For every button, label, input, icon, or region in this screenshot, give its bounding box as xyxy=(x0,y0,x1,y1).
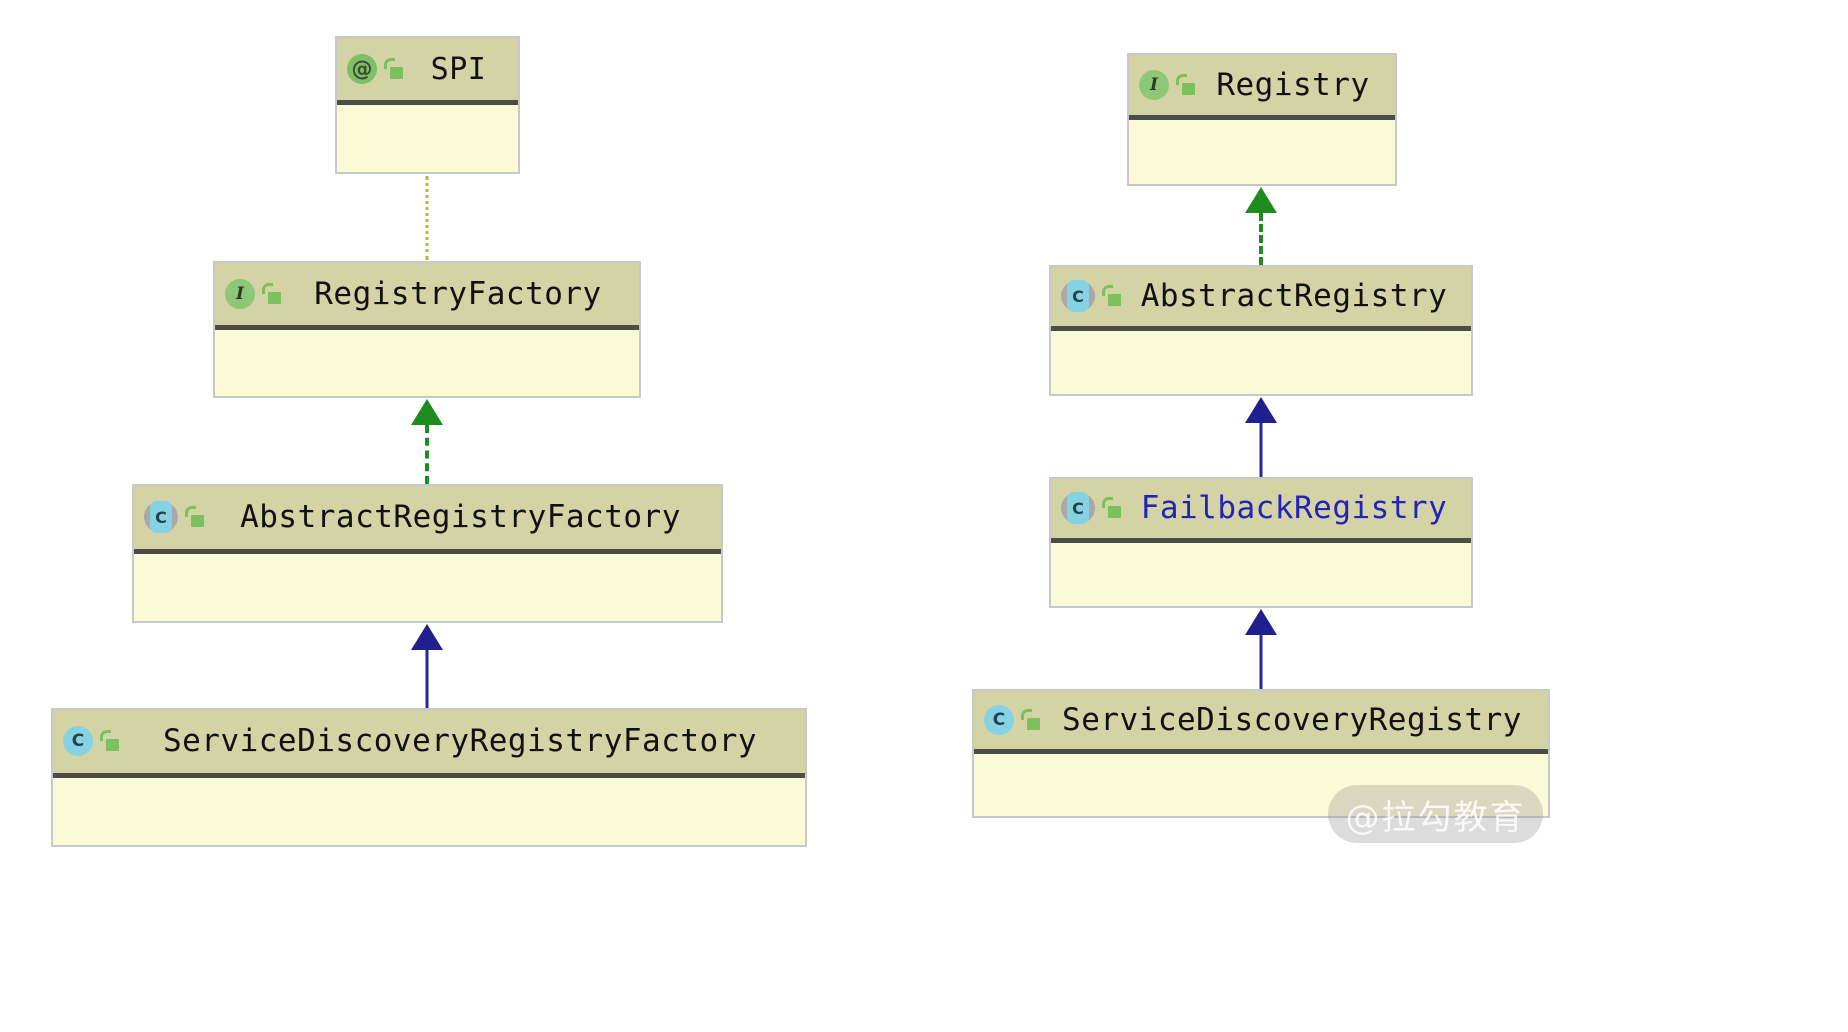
connector-implements xyxy=(1231,187,1291,265)
class-members-failback-registry xyxy=(1051,542,1471,606)
stereotype-glyph: C xyxy=(155,507,167,527)
class-box-registry[interactable]: I Registry xyxy=(1127,53,1397,186)
class-name-abstract-registry-factory: AbstractRegistryFactory xyxy=(240,499,681,536)
class-members-abstract-registry-factory xyxy=(134,553,721,621)
class-icon: C xyxy=(63,726,93,757)
class-header-registry-factory: I RegistryFactory xyxy=(215,263,639,330)
class-icons-registry-factory: I xyxy=(225,278,281,309)
connector-extends xyxy=(1231,397,1291,477)
padlock-body xyxy=(390,67,403,79)
stereotype-glyph: C xyxy=(992,709,1006,730)
class-box-service-discovery-registry-factory[interactable]: C ServiceDiscoveryRegistryFactory xyxy=(51,708,807,847)
arrow-head-extends xyxy=(411,624,443,650)
padlock-body xyxy=(1027,717,1040,730)
unlocked-padlock-icon xyxy=(1175,73,1195,96)
stereotype-glyph: C xyxy=(1072,286,1084,306)
class-header-spi: @ SPI xyxy=(337,38,518,105)
interface-icon: I xyxy=(1139,69,1169,100)
arrow-head-extends xyxy=(1245,609,1277,635)
unlocked-padlock-icon xyxy=(99,730,119,752)
class-box-registry-factory[interactable]: I RegistryFactory xyxy=(213,261,641,398)
stereotype-glyph: C xyxy=(71,731,85,752)
padlock-body xyxy=(106,739,119,752)
padlock-body xyxy=(1108,506,1121,519)
class-members-service-discovery-registry-factory xyxy=(53,777,805,845)
connector-annotated-with xyxy=(397,176,457,260)
padlock-shackle xyxy=(1102,285,1113,297)
padlock-body xyxy=(1108,294,1121,307)
class-icons-failback-registry: C xyxy=(1061,492,1121,525)
connector-line xyxy=(425,176,429,260)
class-members-service-discovery-registry xyxy=(974,753,1548,816)
class-header-abstract-registry: C AbstractRegistry xyxy=(1051,267,1471,331)
unlocked-padlock-icon xyxy=(383,58,403,80)
padlock-body xyxy=(268,291,281,304)
interface-icon: I xyxy=(225,278,255,309)
connector-line xyxy=(425,650,429,708)
class-members-abstract-registry xyxy=(1051,330,1471,394)
connector-line xyxy=(1259,423,1263,477)
abstract-class-icon: C xyxy=(1061,492,1095,525)
class-name-registry: Registry xyxy=(1216,66,1370,103)
class-box-spi[interactable]: @ SPI xyxy=(335,36,520,174)
class-header-service-discovery-registry-factory: C ServiceDiscoveryRegistryFactory xyxy=(53,710,805,778)
connector-line xyxy=(425,425,429,484)
unlocked-padlock-icon xyxy=(1020,708,1040,731)
padlock-body xyxy=(1182,82,1195,95)
padlock-shackle xyxy=(262,282,273,294)
stereotype-glyph: I xyxy=(236,283,244,304)
padlock-shackle xyxy=(1102,497,1113,509)
class-name-registry-factory: RegistryFactory xyxy=(314,275,602,312)
class-icon: C xyxy=(984,704,1014,735)
padlock-shackle xyxy=(185,506,196,518)
stereotype-glyph: @ xyxy=(351,57,373,81)
class-name-spi: SPI xyxy=(430,51,487,87)
class-members-registry xyxy=(1129,119,1395,184)
class-box-service-discovery-registry[interactable]: C ServiceDiscoveryRegistry xyxy=(972,689,1550,818)
class-name-failback-registry: FailbackRegistry xyxy=(1140,490,1448,527)
padlock-shackle xyxy=(1176,73,1187,85)
stereotype-glyph: C xyxy=(1072,498,1084,518)
connector-extends xyxy=(1231,609,1291,689)
class-name-service-discovery-registry-factory: ServiceDiscoveryRegistryFactory xyxy=(162,723,758,760)
class-icons-spi: @ xyxy=(347,54,403,84)
class-members-spi xyxy=(337,105,518,172)
unlocked-padlock-icon xyxy=(1101,497,1121,519)
padlock-shackle xyxy=(100,730,111,742)
class-name-abstract-registry: AbstractRegistry xyxy=(1140,278,1448,315)
class-box-abstract-registry[interactable]: C AbstractRegistry xyxy=(1049,265,1473,396)
padlock-shackle xyxy=(1021,708,1032,720)
class-header-registry: I Registry xyxy=(1129,55,1395,120)
abstract-class-icon: C xyxy=(1061,280,1095,313)
class-name-service-discovery-registry: ServiceDiscoveryRegistry xyxy=(1062,701,1522,738)
class-box-failback-registry[interactable]: C FailbackRegistry xyxy=(1049,477,1473,608)
abstract-class-icon: C xyxy=(144,501,178,534)
class-icons-service-discovery-registry: C xyxy=(984,704,1040,735)
class-header-abstract-registry-factory: C AbstractRegistryFactory xyxy=(134,486,721,554)
stereotype-glyph: I xyxy=(1150,74,1158,95)
class-icons-registry: I xyxy=(1139,69,1195,100)
class-header-service-discovery-registry: C ServiceDiscoveryRegistry xyxy=(974,691,1548,754)
arrow-head-extends xyxy=(1245,397,1277,423)
padlock-shackle xyxy=(384,58,395,69)
padlock-body xyxy=(191,515,204,528)
unlocked-padlock-icon xyxy=(261,282,281,305)
class-icons-abstract-registry: C xyxy=(1061,280,1121,313)
connector-line xyxy=(1259,635,1263,689)
arrow-head-implements xyxy=(1245,187,1277,213)
class-icons-service-discovery-registry-factory: C xyxy=(63,726,119,757)
class-members-registry-factory xyxy=(215,329,639,396)
unlocked-padlock-icon xyxy=(184,506,204,528)
annotation-icon: @ xyxy=(347,54,377,84)
class-icons-abstract-registry-factory: C xyxy=(144,501,204,534)
connector-line xyxy=(1259,213,1263,265)
arrow-head-implements xyxy=(411,399,443,425)
watermark: @拉勾教育 xyxy=(1328,785,1543,843)
connector-implements xyxy=(397,399,457,484)
unlocked-padlock-icon xyxy=(1101,285,1121,307)
class-box-abstract-registry-factory[interactable]: C AbstractRegistryFactory xyxy=(132,484,723,623)
class-header-failback-registry: C FailbackRegistry xyxy=(1051,479,1471,543)
connector-extends xyxy=(397,624,457,708)
